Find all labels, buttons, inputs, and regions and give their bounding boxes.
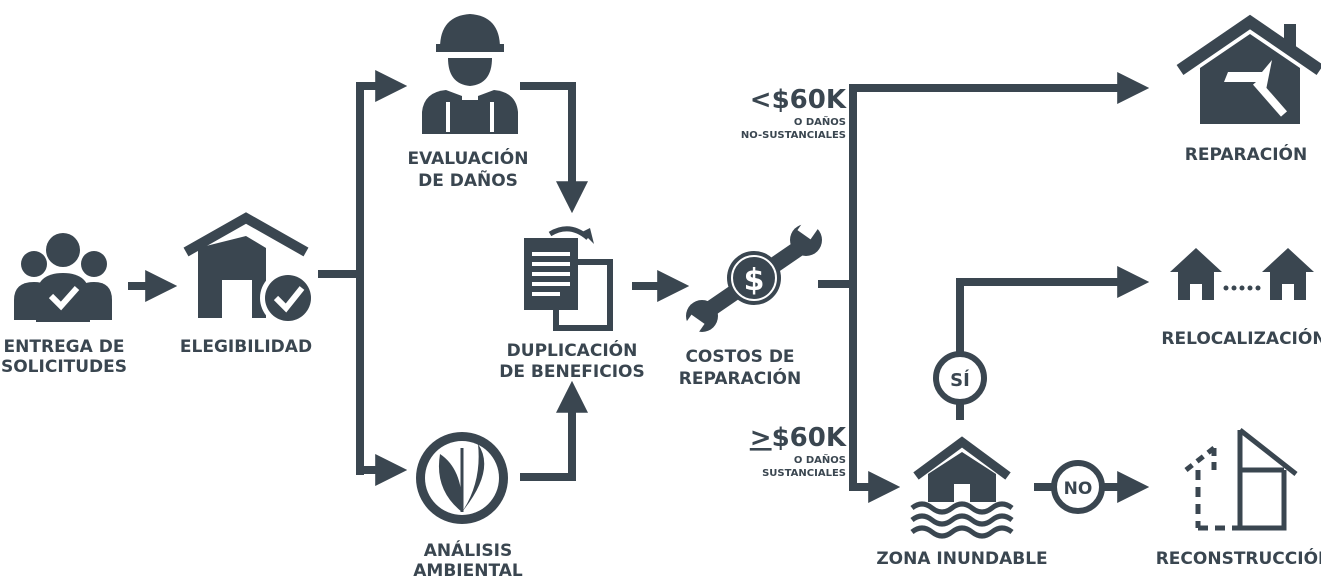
over-60k-line1: O DAÑOS [794,453,846,466]
decision-yes: SÍ [933,351,987,405]
duplicacion-label-line1: DUPLICACIÓN [507,339,638,361]
arrow-analisis-to-duplicacion [520,380,588,481]
arrow-to-zona [849,284,901,503]
elegibilidad-label: ELEGIBILIDAD [180,337,312,357]
analisis-label-line2: AMBIENTAL [413,561,523,581]
flooded-house-icon [910,436,1014,539]
arrow-evaluacion-to-duplicacion [520,82,588,214]
reconstruccion-label: RECONSTRUCCIÓN [1156,547,1321,569]
costos-label-line2: REPARACIÓN [679,367,802,389]
evaluacion-label-line1: EVALUACIÓN [408,147,529,169]
worker-icon [422,14,518,134]
under-60k-line1: O DAÑOS [794,115,846,128]
people-check-icon [14,233,112,322]
over-60k-line2: SUSTANCIALES [762,468,846,479]
dollar-wrench-icon: $ [683,218,822,336]
decision-no-label: NO [1064,479,1093,499]
relocalizacion-label: RELOCALIZACIÓN [1161,327,1321,349]
two-houses-icon [1170,248,1314,300]
reparacion-label: REPARACIÓN [1185,143,1308,165]
costos-label-line1: COSTOS DE [685,347,794,367]
svg-text:$: $ [744,263,765,298]
zona-label: ZONA INUNDABLE [876,549,1047,569]
under-60k-line2: NO-SUSTANCIALES [741,130,846,141]
entrega-label-line1: ENTREGA DE [4,337,125,357]
evaluacion-label-line2: DE DAÑOS [418,168,518,191]
svg-text:>$60K: >$60K [750,423,847,453]
house-hammer-icon [1176,14,1321,124]
over-60k-symbol: > [750,423,772,453]
documents-icon [524,226,613,331]
duplicacion-label-line2: DE BENEFICIOS [499,362,645,382]
arrow-yes-to-relocalizacion [956,266,1150,420]
decision-yes-label: SÍ [950,369,970,391]
leaf-icon [416,432,508,524]
over-60k-amount: >$60K [750,423,847,453]
decision-no: NO [1051,460,1105,514]
entrega-label-line2: SOLICITUDES [1,357,127,377]
house-check-icon [183,212,316,326]
arrow-to-evaluacion [356,70,408,475]
house-outline-icon [1184,428,1298,531]
over-60k-value: $60K [772,423,847,453]
analisis-label-line1: ANÁLISIS [424,539,513,561]
arrow-to-analisis [356,274,408,486]
under-60k-amount: <$60K [750,85,847,115]
